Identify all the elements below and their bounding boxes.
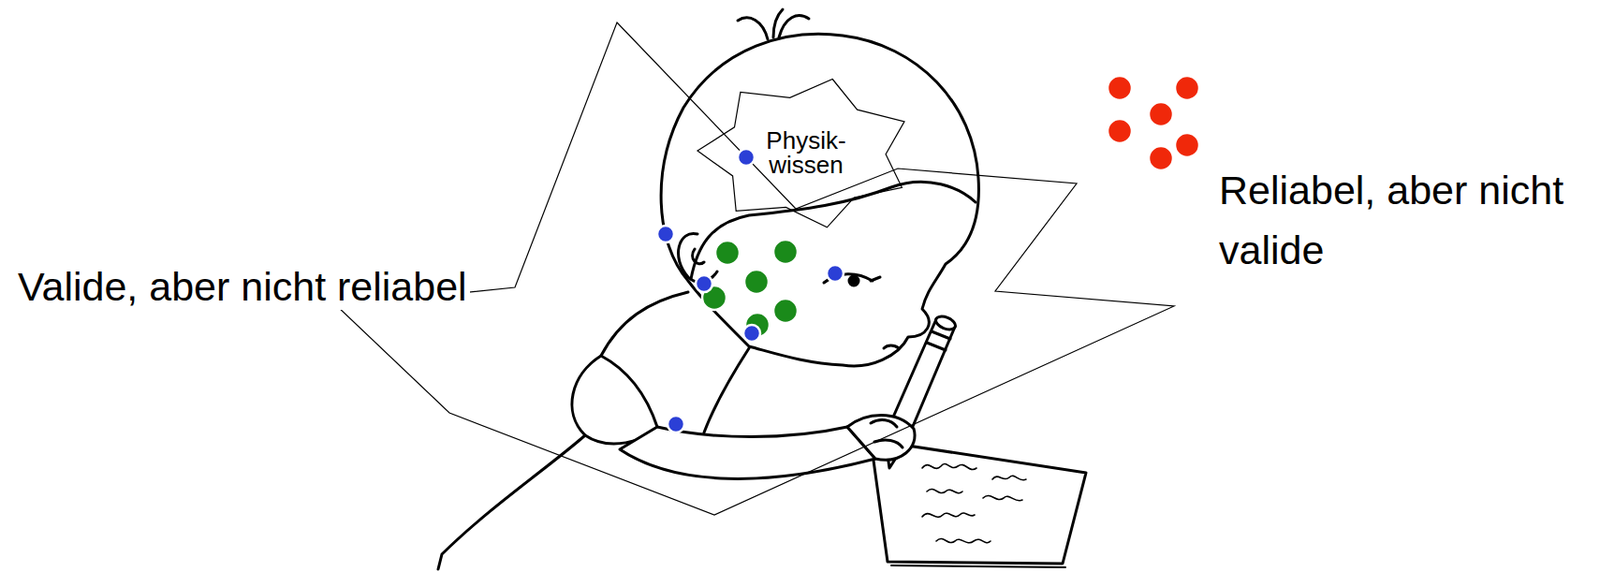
blue-dot [667, 415, 685, 433]
red-dot [1148, 102, 1174, 127]
fingers [870, 420, 903, 448]
blue-dot [737, 148, 755, 166]
pencil-band [926, 331, 951, 351]
arm [619, 426, 876, 479]
hair-tuft [737, 9, 809, 40]
eye-pupil [849, 276, 859, 286]
shoulder [601, 292, 689, 356]
green-dot [773, 298, 798, 323]
paper-edge [891, 565, 1066, 568]
red-dot [1107, 75, 1132, 101]
blue-dot [743, 324, 761, 342]
node-text: Physik- wissen [753, 128, 859, 177]
starburst-shape [697, 78, 905, 227]
scribble [922, 513, 975, 517]
red-dot [1107, 118, 1132, 144]
paper [870, 440, 1087, 564]
hand [847, 415, 915, 461]
child-drawing [438, 9, 1087, 570]
back [438, 435, 586, 570]
head-outline [660, 33, 979, 367]
dots [657, 75, 1200, 433]
blue-dot [695, 275, 713, 293]
scribble [926, 488, 1023, 500]
annotation-label: Reliabel, aber nicht valide [1216, 160, 1587, 280]
scribble [922, 463, 1027, 480]
green-dot [715, 240, 740, 265]
scribble [936, 538, 991, 543]
torso-front [704, 348, 749, 433]
blue-dot [657, 225, 675, 243]
red-dot [1148, 146, 1174, 171]
annotation-label: Valide, aber nicht reliabel [14, 263, 470, 310]
green-dot [744, 269, 769, 294]
pencil-eraser [934, 313, 958, 332]
sleeve [572, 355, 658, 444]
red-dot [1174, 132, 1200, 158]
starburst-node: Physik- wissen [695, 74, 916, 231]
mouth [883, 345, 899, 349]
red-dot [1174, 75, 1200, 101]
green-dot [773, 239, 798, 265]
blue-dot [826, 264, 844, 282]
ear [678, 233, 718, 282]
